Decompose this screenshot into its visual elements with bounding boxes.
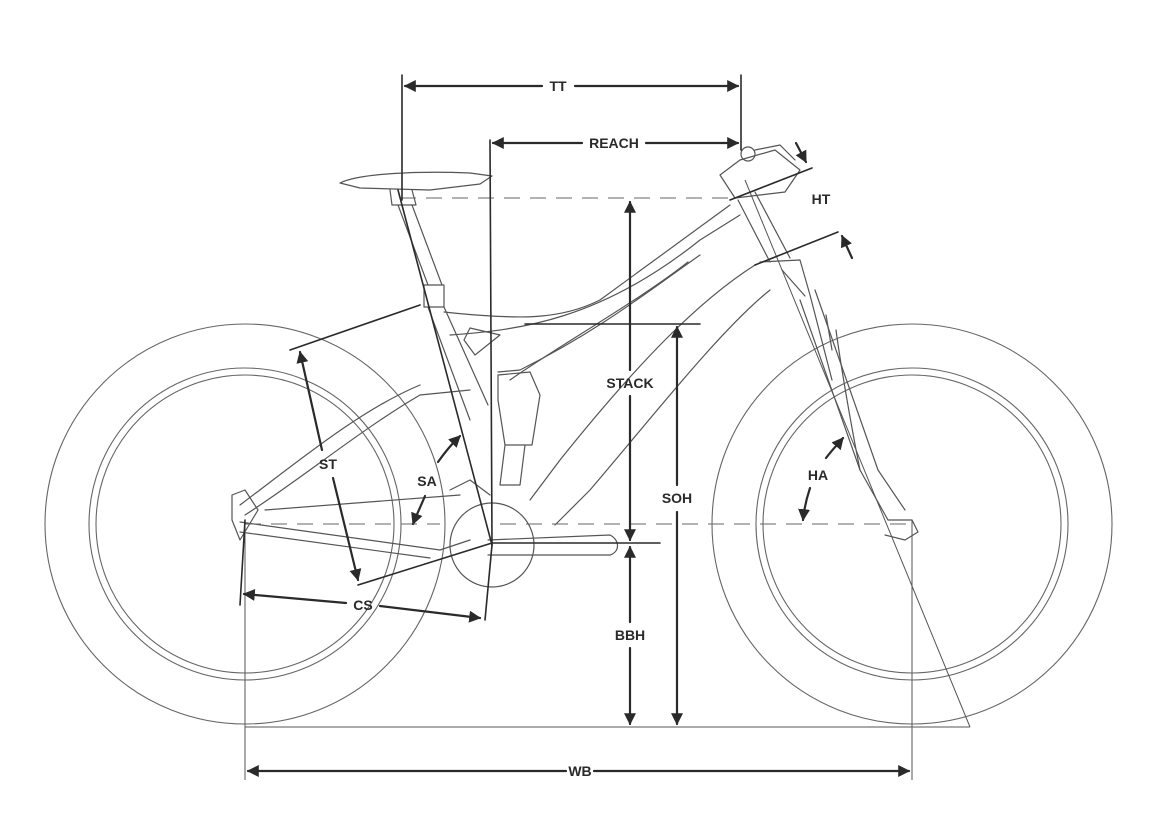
ht-arrow-bottom <box>840 234 854 260</box>
stem <box>719 149 801 199</box>
frame-edge <box>509 261 689 381</box>
rear-shock <box>497 371 541 446</box>
st-top-tick <box>289 304 421 351</box>
fork-crown <box>759 259 833 381</box>
label-ha: HA <box>808 467 828 483</box>
label-reach: REACH <box>589 135 639 151</box>
cs-rear-tick <box>239 519 246 606</box>
label-wb: WB <box>568 763 591 779</box>
ha-arc-top <box>824 436 845 460</box>
upper-link <box>497 254 701 373</box>
brake-lever <box>754 144 796 161</box>
head-tube <box>737 191 791 263</box>
frame-cutout <box>463 327 501 356</box>
label-ht: HT <box>812 191 831 207</box>
dimension-labels: TT REACH HT STACK SOH ST SA HA CS BBH WB <box>319 78 831 779</box>
reference-lines <box>239 74 971 780</box>
bb-drop-line <box>484 544 493 621</box>
seat-stay <box>239 384 471 516</box>
label-st: ST <box>319 456 337 472</box>
st-bottom-tick <box>357 542 493 586</box>
seat-collar <box>423 284 445 308</box>
st-arrow-bottom <box>331 476 362 582</box>
top-tube <box>443 204 741 336</box>
shock-body <box>499 444 526 486</box>
down-tube <box>529 264 771 526</box>
reach-vertical <box>489 139 493 546</box>
fork-lower <box>825 314 861 471</box>
ha-arc-bottom <box>798 486 812 522</box>
sa-arc-bottom <box>411 494 427 526</box>
chain-stay <box>239 521 471 559</box>
label-sa: SA <box>417 473 436 489</box>
seat-angle-line <box>397 189 493 546</box>
seat-tube <box>427 306 489 421</box>
bike-frame <box>231 144 919 588</box>
label-cs: CS <box>353 597 372 613</box>
front-dropout <box>884 519 919 541</box>
handlebar-end <box>740 146 756 162</box>
rear-dropout <box>231 489 259 541</box>
label-bbh: BBH <box>615 627 645 643</box>
cs-arrow-right <box>378 604 482 623</box>
chain-upper <box>264 494 461 511</box>
chainring-guard <box>449 479 491 496</box>
steering-axis <box>744 179 971 728</box>
ht-bottom-tick <box>754 231 839 266</box>
ht-arrow-top <box>794 141 808 164</box>
st-arrow-top <box>296 350 324 452</box>
label-soh: SOH <box>662 490 692 506</box>
cs-arrow-left <box>242 588 348 605</box>
label-tt: TT <box>549 78 567 94</box>
label-stack: STACK <box>606 375 653 391</box>
fork-stanchion <box>799 289 906 521</box>
dimension-arrows <box>242 80 911 777</box>
sa-arc-top <box>436 434 462 464</box>
saddle <box>339 171 493 191</box>
crank-arm <box>487 534 619 556</box>
ht-top-tick <box>729 167 813 201</box>
